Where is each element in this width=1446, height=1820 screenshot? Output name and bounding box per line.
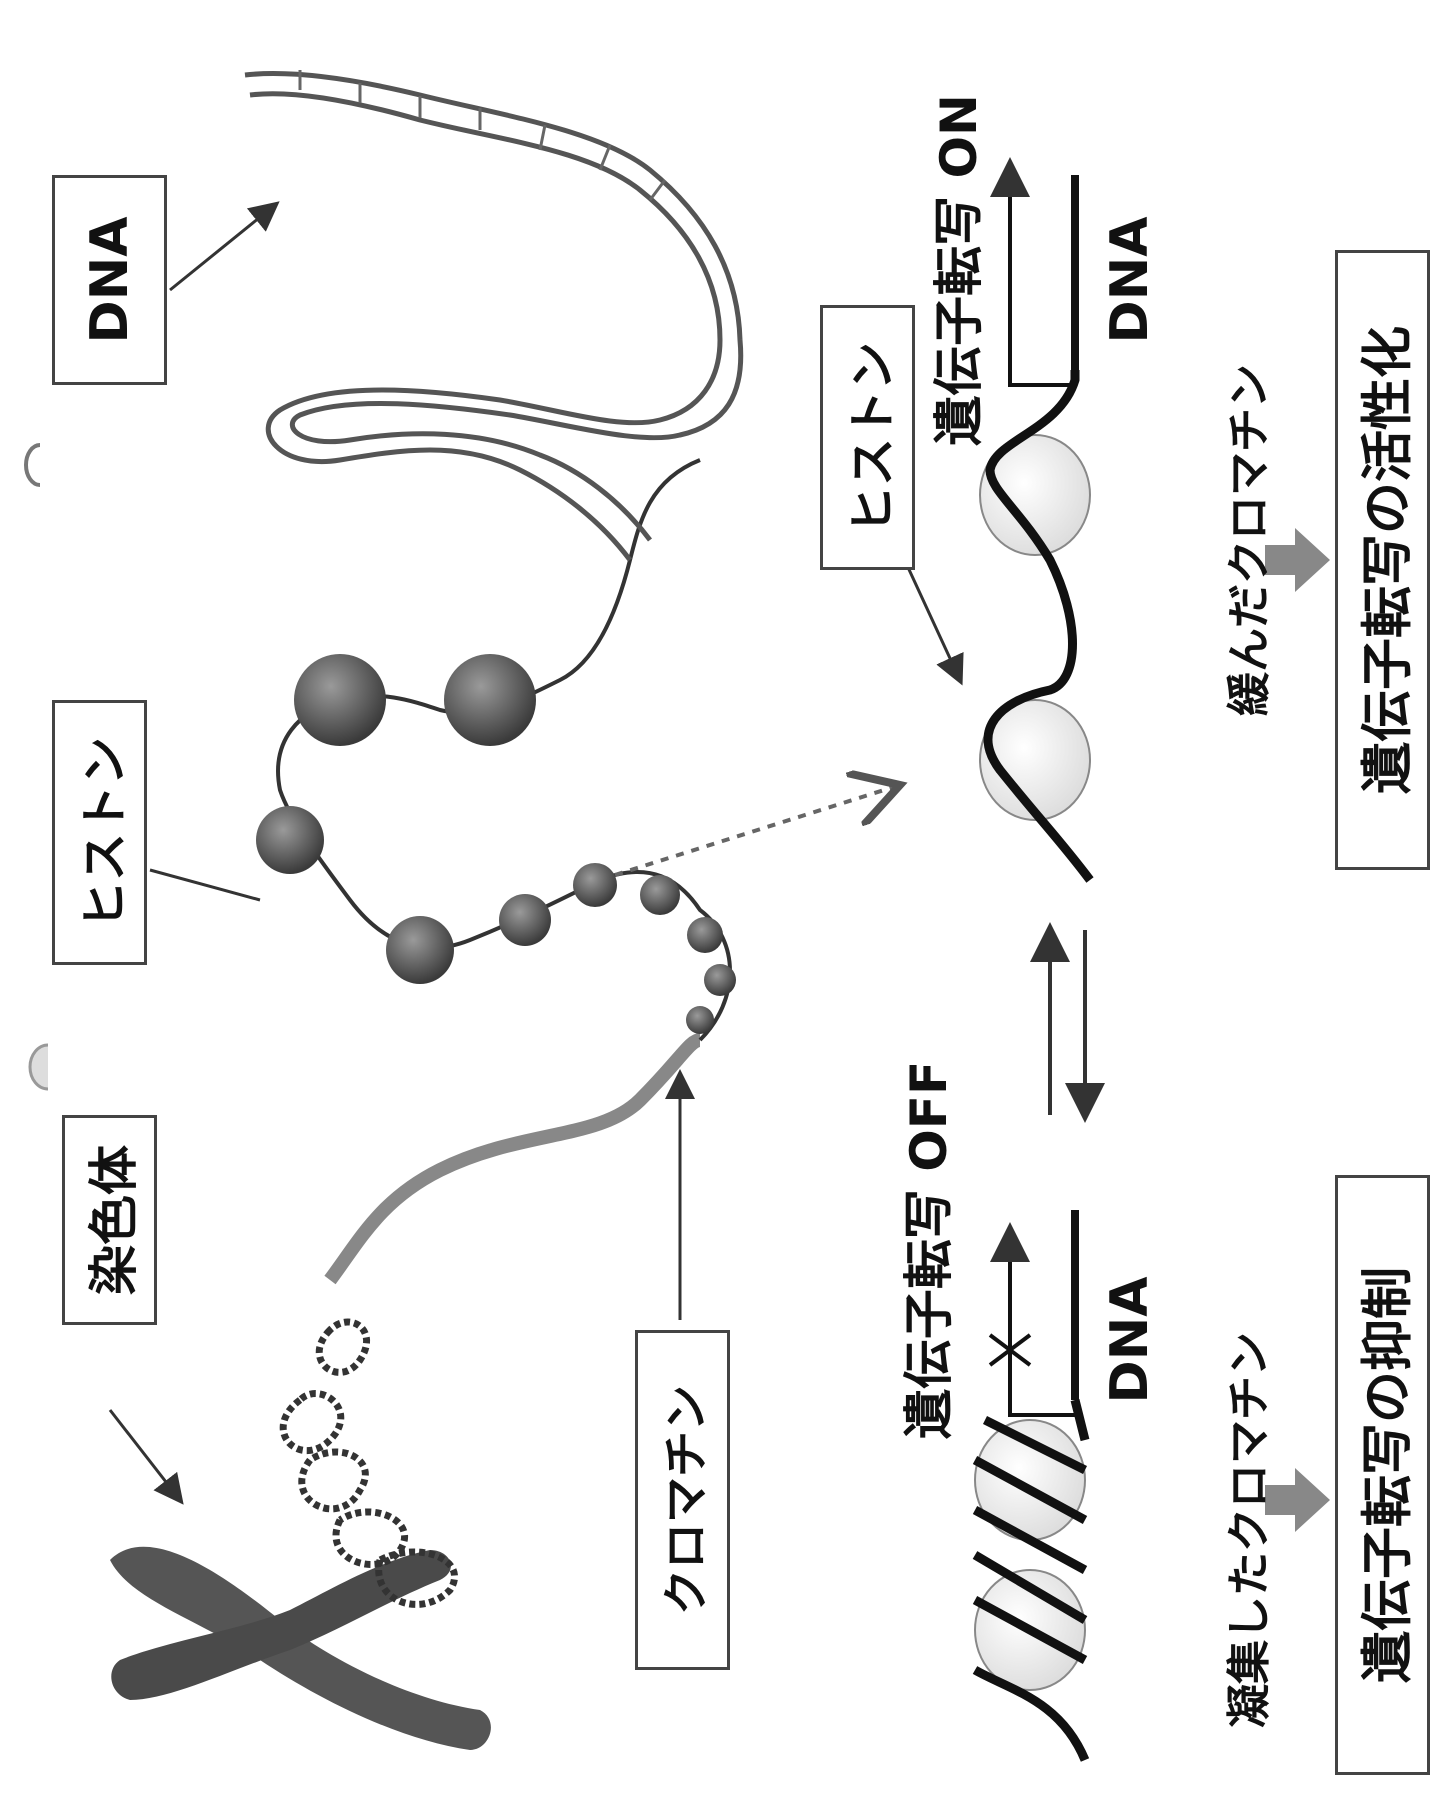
histone-top-arrow [150,870,260,900]
chromosome-arrow [110,1410,180,1500]
off-transcription-arrow [1010,1230,1075,1415]
off-transcription-label: 遺伝子転写 OFF [889,1061,961,1439]
dna-helix [245,74,741,560]
activation-result-label: 遺伝子転写の活性化 [1345,326,1420,794]
on-transcription-label: 遺伝子転写 ON [919,94,991,446]
coiled-fiber [330,1040,700,1280]
suppression-result-label: 遺伝子転写の抑制 [1345,1267,1420,1683]
binder-hole-top [26,445,40,485]
histone-top-label: ヒストン [65,736,135,928]
condensed-chromatin-label: 凝集したクロマチン [1213,1332,1277,1728]
loose-chromatin [980,175,1090,880]
dna-right-label: DNA [1100,217,1160,344]
histone-right-label: ヒストン [833,341,903,533]
nucleosome-beads [256,654,736,1034]
chromosome-label: 染色体 [74,1145,146,1295]
histone-top-label-box: ヒストン [52,700,147,965]
binder-hole-bottom [30,1045,48,1089]
condensed-chromatin [975,1210,1085,1760]
dotted-zoom-arrow [615,785,900,875]
chromosome-shape [110,1547,491,1750]
on-transcription-arrow [1010,165,1075,385]
suppression-result-box: 遺伝子転写の抑制 [1335,1175,1430,1775]
nucleosome-string [278,460,730,1040]
equilibrium-arrows [1050,930,1085,1115]
dna-left-label: DNA [1100,1277,1160,1404]
activation-result-box: 遺伝子転写の活性化 [1335,250,1430,870]
chromatin-label-box: クロマチン [635,1330,730,1670]
chromosome-label-box: 染色体 [62,1115,157,1325]
loose-chromatin-label: 緩んだクロマチン [1213,364,1277,716]
chromatin-label: クロマチン [650,1385,716,1615]
histone-right-label-box: ヒストン [820,305,915,570]
dna-top-label: DNA [80,217,140,344]
dna-top-label-box: DNA [52,175,167,385]
dna-top-arrow [170,205,275,290]
